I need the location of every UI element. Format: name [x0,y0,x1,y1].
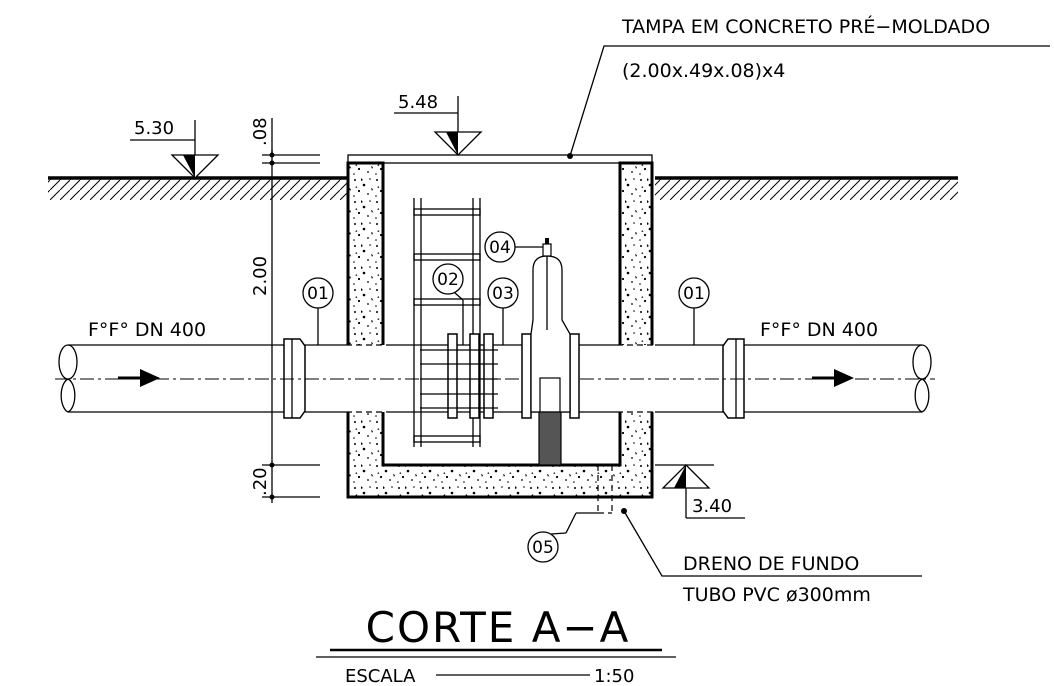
access-ladder [413,198,481,447]
level-bottom-text: 3.40 [692,496,732,517]
level-marker-cover: 5.48 [394,92,483,156]
dim-cover-text: .08 [250,117,271,146]
pipe-label-right: F°F° DN 400 [760,319,878,341]
level-ground-text: 5.30 [134,118,174,139]
tag-01-right-text: 01 [683,284,705,304]
level-marker-bottom: 3.40 [655,464,745,519]
tag-01-right: 01 [678,277,710,345]
flow-arrow-right [812,369,854,387]
gate-valve [521,238,580,466]
level-cover-text: 5.48 [398,92,438,113]
level-marker-ground: 5.30 [130,118,220,179]
tag-01-left: 01 [302,277,334,345]
tag-03: 03 [487,277,519,345]
tag-03-text: 03 [492,284,514,304]
tag-05: 05 [527,531,567,563]
tag-02-text: 02 [437,270,459,290]
tag-04: 04 [484,231,543,263]
bottom-drain [565,465,922,577]
tag-05-text: 05 [532,538,554,558]
chamber-structure [346,154,655,499]
precast-cover [347,154,653,164]
chamber-concrete [346,161,654,499]
drain-label-line2: TUBO PVC ø300mm [682,584,871,606]
title-block: CORTE A−A ESCALA 1:50 [316,603,676,686]
valve-support [538,411,562,466]
scale-label: ESCALA [345,666,416,686]
tag-02: 02 [432,263,464,301]
drain-label-line1: DRENO DE FUNDO [683,553,859,575]
ground-left [48,176,348,200]
flow-arrow-left [118,369,160,387]
pipeline [55,338,935,419]
dim-height-text: 2.00 [250,256,271,296]
cover-label-line1: TAMPA EM CONCRETO PRÉ−MOLDADO [621,15,990,38]
vertical-dimension: .08 2.00 .20 [250,117,320,503]
pipe-label-left: F°F° DN 400 [88,319,206,341]
section-title: CORTE A−A [366,603,631,652]
cover-leader [567,45,1050,159]
scale-value: 1:50 [594,666,634,686]
dim-slab-text: .20 [250,467,271,496]
ground-right [655,176,958,200]
dismantling-joint [420,300,498,419]
cover-label-line2: (2.00x.49x.08)x4 [622,60,785,82]
tag-01-left-text: 01 [307,284,329,304]
tag-04-text: 04 [489,238,511,258]
